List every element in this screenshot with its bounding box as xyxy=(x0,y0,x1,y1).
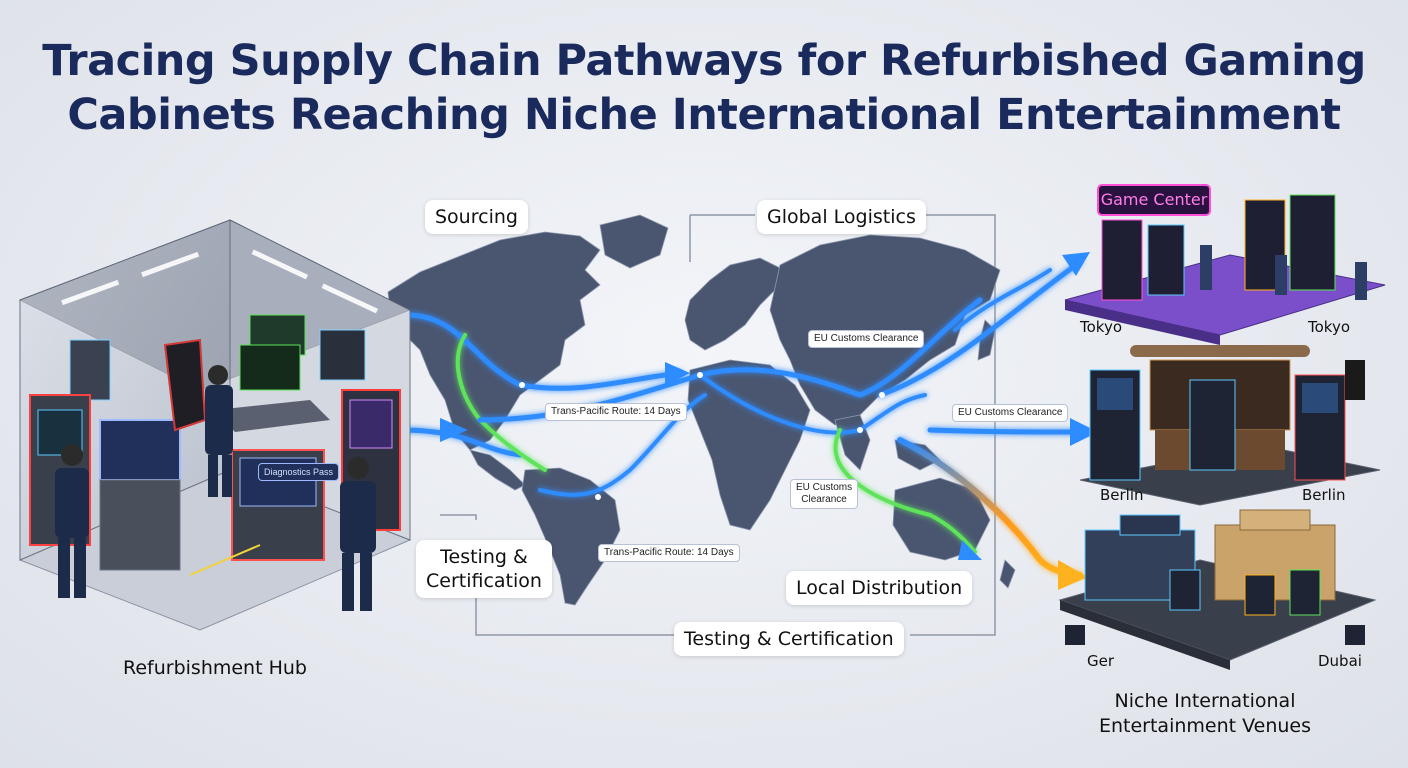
venues-caption: Niche International Entertainment Venues xyxy=(1070,689,1340,739)
arcade-neon-sign: Game Center xyxy=(1100,190,1208,209)
route-arrowheads xyxy=(440,252,1098,590)
route-to-berlin xyxy=(927,427,1088,435)
arrow-australia xyxy=(958,540,982,560)
venues-caption-line-2: Entertainment Venues xyxy=(1098,715,1312,737)
stage-testing-left: Testing & Certification xyxy=(416,540,552,598)
route-europe-asia xyxy=(698,373,927,435)
tag-eu-customs-top: EU Customs Clearance xyxy=(808,330,925,348)
world-map xyxy=(387,214,1016,606)
tag-eu-customs-mid-line-2: Clearance xyxy=(801,494,847,505)
route-africa-australia xyxy=(833,428,977,554)
venue-label-ger: Ger xyxy=(1087,652,1115,670)
page-title: Tracing Supply Chain Pathways for Refurb… xyxy=(0,34,1408,142)
dubai-venue-illustration xyxy=(1058,509,1377,670)
venue-label-tokyo-left: Tokyo xyxy=(1080,318,1122,336)
arrow-europe xyxy=(665,362,690,386)
arrow-dubai xyxy=(1058,560,1088,590)
stage-sourcing: Sourcing xyxy=(425,200,528,234)
stage-testing-left-line-2: Certification xyxy=(426,570,542,592)
arrow-tokyo xyxy=(1062,252,1090,276)
tag-eu-customs-mid: EU Customs Clearance xyxy=(790,479,859,509)
arrow-berlin xyxy=(1070,418,1098,446)
stage-global-logistics: Global Logistics xyxy=(757,200,926,234)
route-to-tokyo xyxy=(877,259,1083,398)
hub-caption: Refurbishment Hub xyxy=(123,657,307,679)
tag-trans-pacific-bottom: Trans-Pacific Route: 14 Days xyxy=(598,544,740,562)
tokyo-venue-illustration xyxy=(1064,184,1386,345)
venue-label-tokyo-right: Tokyo xyxy=(1308,318,1350,336)
tag-trans-pacific-top: Trans-Pacific Route: 14 Days xyxy=(545,403,687,421)
route-hub-mid xyxy=(397,427,523,458)
arrow-hub-mid xyxy=(440,418,468,442)
venue-label-dubai: Dubai xyxy=(1318,652,1362,670)
venue-label-berlin-right: Berlin xyxy=(1302,486,1346,504)
title-line-1: Tracing Supply Chain Pathways for Refurb… xyxy=(42,36,1366,86)
route-nodes xyxy=(519,372,885,500)
stage-testing-bottom: Testing & Certification xyxy=(674,622,904,656)
hub-diagnostic-screen: Diagnostics Pass xyxy=(258,463,340,481)
stage-local-distribution: Local Distribution xyxy=(786,571,973,605)
refurbishment-hub-illustration xyxy=(18,219,412,631)
tag-eu-customs-mid-line-1: EU Customs xyxy=(796,482,853,493)
venues-caption-line-1: Niche International xyxy=(1114,690,1296,712)
route-north-arc xyxy=(953,268,1052,332)
tag-eu-customs-right: EU Customs Clearance xyxy=(952,404,1069,422)
venue-label-berlin-left: Berlin xyxy=(1100,486,1144,504)
stage-frame xyxy=(440,214,996,636)
stage-testing-left-line-1: Testing & xyxy=(440,546,528,568)
title-line-2: Cabinets Reaching Niche International En… xyxy=(67,90,1341,140)
berlin-venue-illustration xyxy=(1079,345,1381,506)
